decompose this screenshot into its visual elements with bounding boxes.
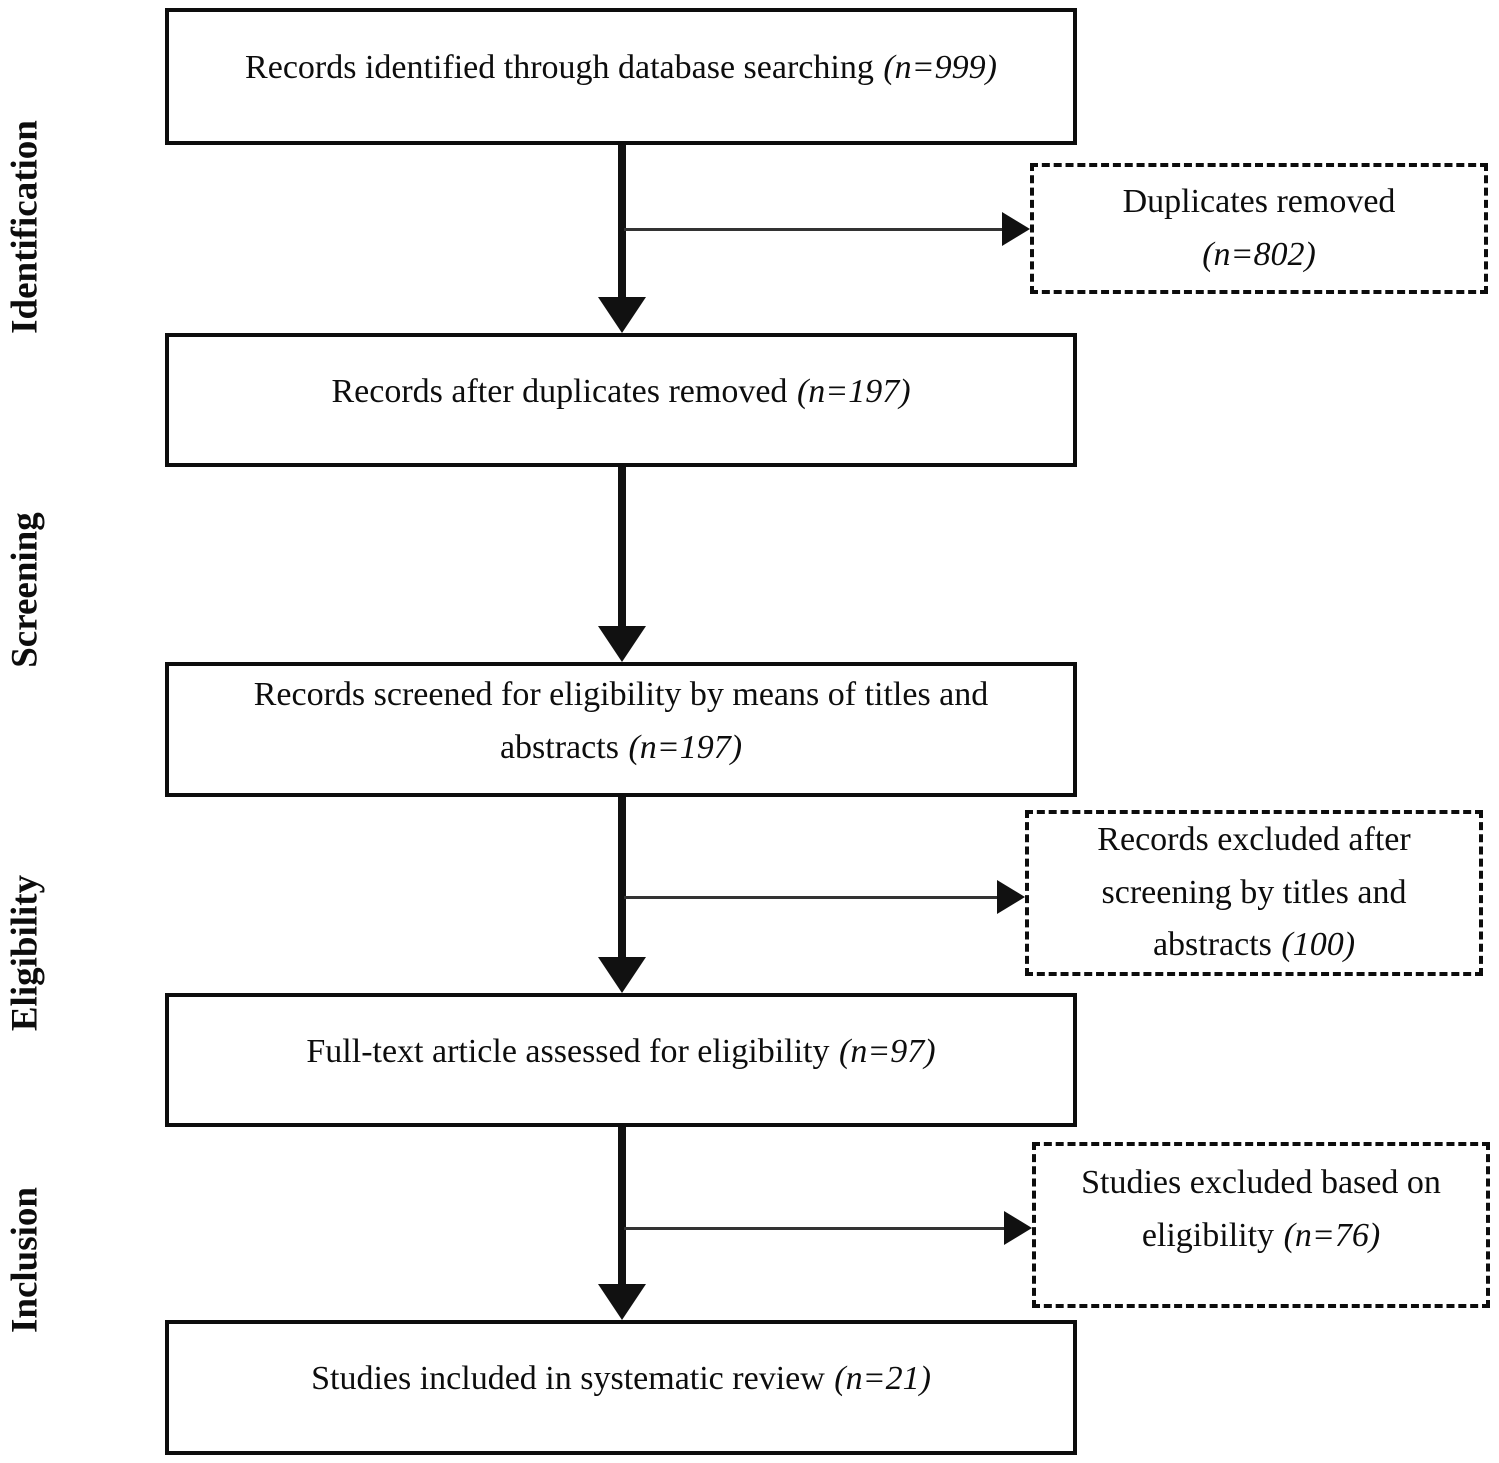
stage-label-eligibility: Eligibility — [4, 874, 46, 1032]
stage-label-inclusion: Inclusion — [4, 1186, 46, 1334]
box-label: Studies included in systematic review — [311, 1360, 825, 1398]
box-label: Records identified through database sear… — [245, 49, 874, 87]
box-count: (n=197) — [796, 372, 911, 410]
box-studies-included: Studies included in systematic review(n=… — [165, 1320, 1077, 1455]
box-label: Full-text article assessed for eligibili… — [306, 1032, 830, 1070]
box-fulltext-assessed: Full-text article assessed for eligibili… — [165, 993, 1077, 1127]
down-arrow-identification-line — [618, 145, 626, 300]
stage-label-identification: Identification — [4, 120, 46, 334]
branch-arrow-duplicates-head — [1002, 212, 1030, 246]
box-records-identified: Records identified through database sear… — [165, 8, 1077, 145]
down-arrow-eligibility-head — [598, 957, 646, 993]
box-duplicates-removed-text: Duplicates removed (n=802) — [1058, 176, 1460, 281]
box-count: (n=76) — [1283, 1217, 1381, 1254]
down-arrow-screening-head — [598, 626, 646, 662]
stage-label-screening: Screening — [4, 512, 46, 668]
branch-arrow-records-excluded-line — [624, 896, 997, 899]
box-label: Studies excluded based on eligibility — [1081, 1164, 1441, 1254]
box-label: Duplicates removed — [1122, 182, 1396, 220]
down-arrow-inclusion-line — [618, 1127, 626, 1287]
box-records-excluded-text: Records excluded after screening by titl… — [1053, 814, 1455, 972]
down-arrow-inclusion-head — [598, 1284, 646, 1320]
box-label: Records screened for eligibility by mean… — [253, 675, 989, 766]
box-records-after-duplicates: Records after duplicates removed(n=197) — [165, 333, 1077, 467]
box-count: (n=21) — [834, 1360, 931, 1398]
box-count: (n=197) — [628, 728, 743, 766]
box-count: (n=802) — [1202, 235, 1316, 273]
box-studies-excluded-text: Studies excluded based on eligibility(n=… — [1060, 1157, 1462, 1262]
branch-arrow-studies-excluded-head — [1004, 1211, 1032, 1245]
box-duplicates-removed: Duplicates removed (n=802) — [1030, 163, 1488, 294]
box-count: (n=97) — [839, 1032, 936, 1070]
box-studies-included-text: Studies included in systematic review(n=… — [191, 1353, 1051, 1406]
box-fulltext-assessed-text: Full-text article assessed for eligibili… — [191, 1026, 1051, 1079]
down-arrow-identification-head — [598, 297, 646, 333]
down-arrow-eligibility-line — [618, 797, 626, 960]
box-label: Records after duplicates removed — [331, 372, 788, 410]
box-records-identified-text: Records identified through database sear… — [191, 42, 1051, 95]
box-records-screened: Records screened for eligibility by mean… — [165, 662, 1077, 797]
box-label: Records excluded after screening by titl… — [1097, 820, 1411, 964]
box-studies-excluded: Studies excluded based on eligibility(n=… — [1032, 1142, 1490, 1308]
box-records-screened-text: Records screened for eligibility by mean… — [191, 669, 1051, 774]
branch-arrow-duplicates-line — [624, 228, 1002, 231]
box-count: (100) — [1281, 926, 1356, 964]
branch-arrow-studies-excluded-line — [624, 1227, 1004, 1230]
box-records-excluded: Records excluded after screening by titl… — [1025, 810, 1483, 976]
branch-arrow-records-excluded-head — [997, 880, 1025, 914]
down-arrow-screening-line — [618, 467, 626, 629]
box-count: (n=999) — [883, 49, 997, 87]
box-records-after-duplicates-text: Records after duplicates removed(n=197) — [191, 366, 1051, 419]
